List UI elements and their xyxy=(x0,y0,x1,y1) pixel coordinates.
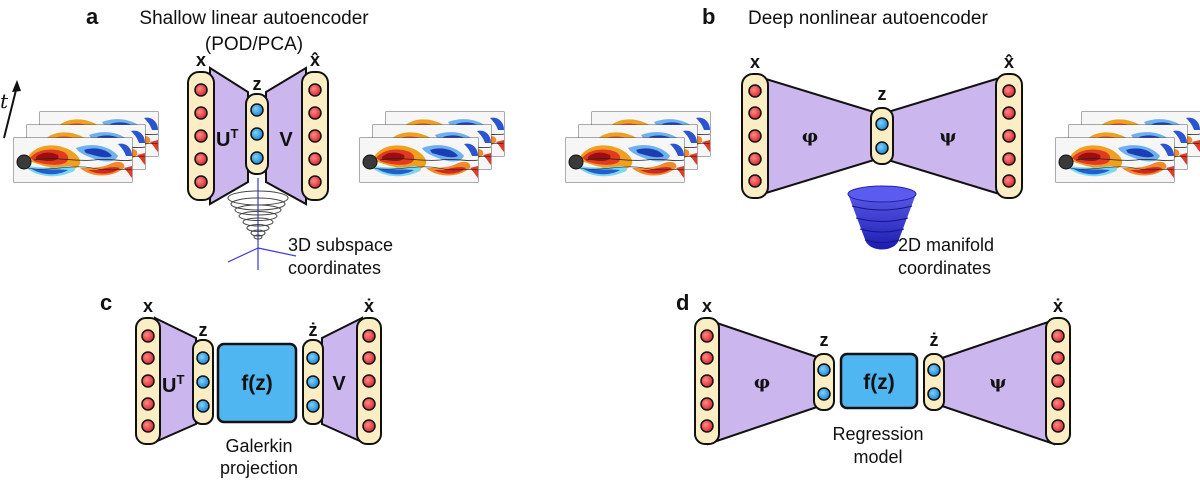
panel-c-caption-1: Galerkin xyxy=(225,436,292,456)
output-nodes xyxy=(1002,84,1016,188)
latent-derivative-variable: ż xyxy=(930,330,939,350)
subspace-spiral-icon xyxy=(227,178,297,270)
model-box xyxy=(216,342,298,424)
panel-b: b Deep nonlinear autoencoder x z x̂ φ ψ xyxy=(566,4,1200,278)
decoder-label: ψ xyxy=(990,372,1007,393)
latent-variable: z xyxy=(253,74,262,94)
latent-layer xyxy=(813,353,835,411)
panel-c: c x z ż ẋ UT V f(z) Galerkin projection xyxy=(100,290,382,478)
panel-a: a Shallow linear autoencoder (POD/PCA) t… xyxy=(0,4,504,278)
panel-a-caption-2: coordinates xyxy=(288,258,381,278)
input-snapshots xyxy=(566,112,710,182)
output-nodes xyxy=(362,329,376,433)
model-box xyxy=(839,352,919,410)
encoder-label: φ xyxy=(754,372,770,393)
latent-derivative-variable: ż xyxy=(309,320,318,340)
time-label: t xyxy=(0,89,9,113)
latent-derivative-nodes xyxy=(927,363,941,401)
panel-d: d x z ż ẋ φ ψ f(z) Regression model xyxy=(676,290,1071,467)
panel-label-c: c xyxy=(100,290,112,315)
latent-nodes xyxy=(196,351,210,413)
time-arrow-icon xyxy=(3,80,21,139)
input-variable: x xyxy=(702,296,712,316)
input-variable: x xyxy=(196,50,206,70)
panel-d-caption-2: model xyxy=(853,447,902,467)
output-snapshots xyxy=(360,112,504,182)
panel-d-caption-1: Regression xyxy=(832,424,923,444)
panel-label-a: a xyxy=(86,4,99,29)
output-variable: ẋ xyxy=(364,296,374,316)
latent-variable: z xyxy=(820,330,829,350)
panel-b-caption-1: 2D manifold xyxy=(898,235,994,255)
decoder-label: ψ xyxy=(940,126,957,147)
manifold-cone-icon xyxy=(847,185,917,250)
panel-label-b: b xyxy=(702,4,715,29)
output-nodes xyxy=(308,83,322,189)
input-variable: x xyxy=(750,52,760,72)
latent-variable: z xyxy=(878,84,887,104)
latent-variable: z xyxy=(199,320,208,340)
input-nodes xyxy=(194,83,208,189)
input-snapshots xyxy=(14,112,158,182)
input-nodes xyxy=(141,329,155,433)
input-nodes xyxy=(700,329,714,433)
latent-layer xyxy=(870,107,894,165)
latent-derivative-layer xyxy=(923,353,945,411)
input-variable: x xyxy=(143,296,153,316)
output-variable: x̂ xyxy=(310,50,320,70)
output-snapshots xyxy=(1056,112,1200,182)
encoder-label: UT xyxy=(216,126,238,151)
model-label: f(z) xyxy=(863,371,894,394)
encoder-label: UT xyxy=(162,372,184,397)
decoder-label: V xyxy=(279,129,293,151)
panel-c-caption-2: projection xyxy=(220,458,298,478)
panel-a-title: Shallow linear autoencoder xyxy=(139,8,369,29)
panel-a-caption-1: 3D subspace xyxy=(288,235,393,255)
panel-label-d: d xyxy=(676,290,689,315)
model-label: f(z) xyxy=(241,372,272,395)
latent-nodes xyxy=(817,363,831,401)
output-nodes xyxy=(1051,329,1065,433)
panel-b-title: Deep nonlinear autoencoder xyxy=(748,8,988,29)
output-variable: ẋ xyxy=(1053,296,1063,316)
latent-nodes xyxy=(250,103,264,165)
latent-derivative-nodes xyxy=(306,351,320,413)
panel-a-subtitle: (POD/PCA) xyxy=(205,34,303,55)
output-variable: x̂ xyxy=(1004,52,1014,72)
panel-b-caption-2: coordinates xyxy=(898,258,991,278)
latent-nodes xyxy=(875,117,889,155)
input-nodes xyxy=(748,84,762,188)
encoder-label: φ xyxy=(802,126,818,147)
decoder-label: V xyxy=(332,373,346,395)
